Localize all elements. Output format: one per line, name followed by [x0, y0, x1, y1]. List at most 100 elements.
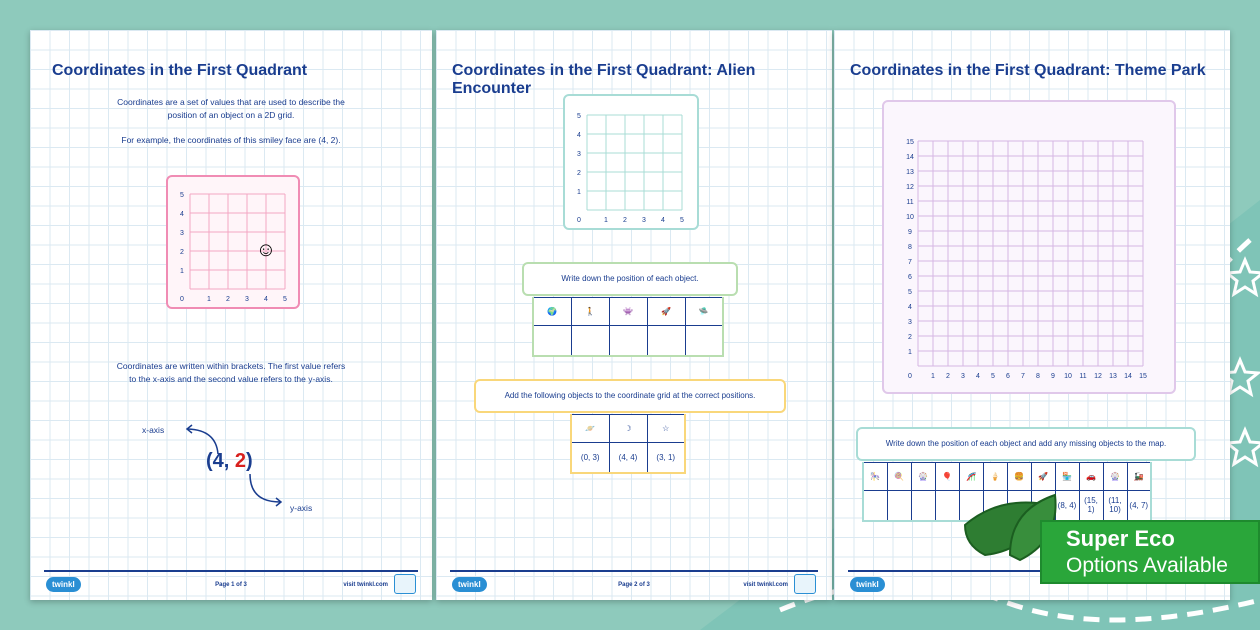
x-tick-label: 9	[1051, 373, 1055, 380]
task1-instruction: Write down the position of each object.	[522, 262, 738, 296]
page-title: Coordinates in the First Quadrant	[52, 62, 308, 79]
icon-cell: 👾	[608, 297, 648, 326]
answer-cell[interactable]: (8, 4)	[1054, 490, 1080, 521]
icon-cell: 🎈	[934, 462, 960, 491]
icon-cell: 🚂	[1126, 462, 1152, 491]
page-title: Coordinates in the First Quadrant: Theme…	[850, 62, 1206, 79]
answer-cell[interactable]: (11, 10)	[1102, 490, 1128, 521]
task-instruction: Write down the position of each object a…	[856, 427, 1196, 461]
task2-table: 🪐☽☆(0, 3)(4, 4)(3, 1)	[570, 414, 686, 474]
x-tick-label: 2	[623, 217, 627, 224]
x-tick-label: 8	[1036, 373, 1040, 380]
icon-cell: 🚀	[646, 297, 686, 326]
answer-cell[interactable]	[958, 490, 984, 521]
answer-cell[interactable]	[532, 325, 572, 356]
answer-cell[interactable]	[886, 490, 912, 521]
y-tick-label: 6	[908, 274, 912, 281]
arrows	[185, 424, 283, 507]
x-tick-label: 4	[264, 296, 268, 303]
eco-line-1: Super Eco	[1066, 526, 1175, 551]
answer-cell[interactable]	[608, 325, 648, 356]
x-tick-label: 5	[991, 373, 995, 380]
quality-badge-icon	[794, 574, 816, 594]
y-tick-label: 12	[906, 184, 914, 191]
icon-cell: 🍦	[982, 462, 1008, 491]
x-tick-label: 2	[226, 296, 230, 303]
icon-cell: ☽	[608, 414, 648, 443]
answer-cell[interactable]	[1030, 490, 1056, 521]
page-title: Coordinates in the First Quadrant: Alien…	[452, 62, 756, 97]
y-tick-label: 5	[577, 113, 581, 120]
answer-cell[interactable]: (3, 1)	[646, 442, 686, 473]
answer-cell[interactable]	[646, 325, 686, 356]
eco-line-2: Options Available	[1066, 554, 1228, 577]
answer-cell[interactable]: (15, 1)	[1078, 490, 1104, 521]
y-tick-label: 10	[906, 214, 914, 221]
twinkl-logo: twinkl	[850, 577, 885, 592]
visit-link[interactable]: visit twinkl.com	[343, 582, 388, 588]
icon-cell: 🎡	[1102, 462, 1128, 491]
worksheet-page-3: Coordinates in the First Quadrant: Theme…	[834, 30, 1230, 600]
y-tick-label: 8	[908, 244, 912, 251]
page-number: Page 2 of 3	[618, 582, 650, 588]
icon-cell: 🎡	[910, 462, 936, 491]
answer-cell[interactable]	[1006, 490, 1032, 521]
y-tick-label: 5	[180, 192, 184, 199]
icon-cell: 🚀	[1030, 462, 1056, 491]
x-axis-label: x-axis	[142, 425, 165, 435]
answer-cell[interactable]: (4, 4)	[608, 442, 648, 473]
footer-rule	[450, 570, 818, 572]
brackets-text: Coordinates are written within brackets.…	[116, 361, 346, 384]
y-tick-label: 3	[180, 230, 184, 237]
task-table: 🎠🍭🎡🎈🎢🍦🍔🚀🏪🚗🎡🚂(8, 4)(15, 1)(11, 10)(4, 7)	[862, 462, 1152, 522]
icon-cell: 🎠	[862, 462, 888, 491]
y-tick-label: 11	[906, 199, 913, 206]
y-tick-label: 1	[908, 349, 912, 356]
y-tick-label: 3	[908, 319, 912, 326]
star-icon	[1223, 256, 1260, 298]
answer-cell[interactable]	[862, 490, 888, 521]
answer-cell[interactable]: (0, 3)	[570, 442, 610, 473]
icon-cell: 🏪	[1054, 462, 1080, 491]
answer-cell[interactable]	[982, 490, 1008, 521]
x-tick-label: 4	[661, 217, 665, 224]
x-tick-label: 11	[1079, 373, 1086, 380]
visit-link[interactable]: visit twinkl.com	[743, 582, 788, 588]
y-tick-label: 5	[908, 289, 912, 296]
eco-banner: Super Eco Options Available	[1040, 520, 1260, 584]
answer-cell[interactable]	[684, 325, 724, 356]
icon-cell: 🍭	[886, 462, 912, 491]
x-tick-label: 3	[245, 296, 249, 303]
x-tick-label: 15	[1139, 373, 1147, 380]
icon-cell: 🚶	[570, 297, 610, 326]
icon-cell: 🌍	[532, 297, 572, 326]
y-tick-label: 4	[180, 211, 184, 218]
y-tick-label: 2	[180, 249, 184, 256]
star-icon	[1223, 426, 1260, 468]
icon-cell: 🚗	[1078, 462, 1104, 491]
x-tick-label: 5	[680, 217, 684, 224]
answer-cell[interactable]	[910, 490, 936, 521]
y-tick-label: 2	[577, 170, 581, 177]
answer-cell[interactable]	[934, 490, 960, 521]
y-tick-label: 2	[908, 334, 912, 341]
x-tick-label: 6	[1006, 373, 1010, 380]
worksheet-page-2: Coordinates in the First Quadrant: Alien…	[436, 30, 832, 600]
icon-cell: 🪐	[570, 414, 610, 443]
page-number: Page 1 of 3	[215, 582, 247, 588]
task1-table: 🌍🚶👾🚀🛸	[532, 297, 724, 357]
x-tick-label: 1	[931, 373, 935, 380]
x-tick-label: 14	[1124, 373, 1132, 380]
y-tick-label: 4	[908, 304, 912, 311]
x-tick-label: 10	[1064, 373, 1072, 380]
answer-cell[interactable]	[570, 325, 610, 356]
worksheet-page-1: Coordinates in the First Quadrant Coordi…	[30, 30, 432, 600]
intro-text: Coordinates are a set of values that are…	[117, 97, 345, 120]
x-tick-label: 3	[642, 217, 646, 224]
x-tick-label: 7	[1021, 373, 1025, 380]
answer-cell[interactable]: (4, 7)	[1126, 490, 1152, 521]
twinkl-logo: twinkl	[452, 577, 487, 592]
